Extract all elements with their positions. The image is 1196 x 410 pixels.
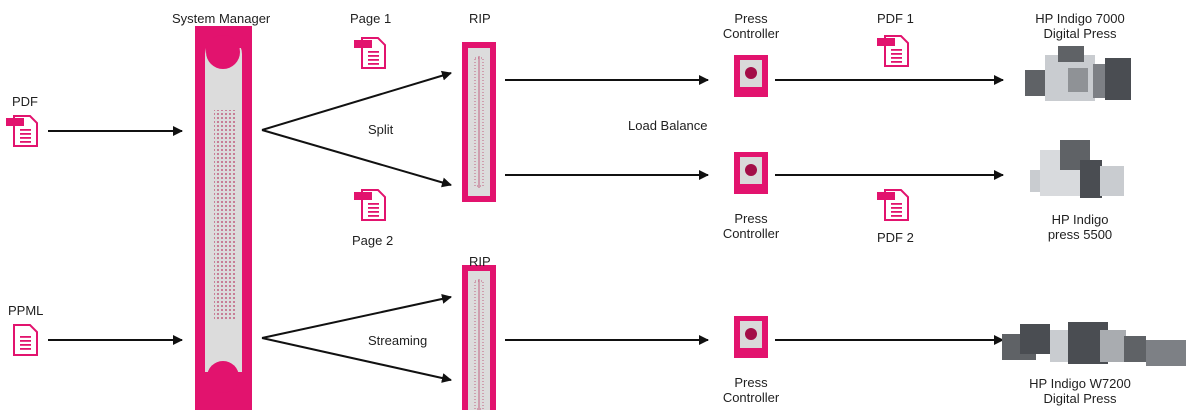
split-label: Split — [368, 122, 394, 137]
arrow-split-page2 — [261, 129, 452, 188]
pdf-input-document-icon — [5, 115, 38, 147]
pdf2-label: PDF 2 — [877, 230, 914, 245]
arrow-stream-upper — [261, 294, 452, 339]
press-3-label: HP Indigo W7200 Digital Press — [1029, 376, 1131, 406]
hp-indigo-w7200-press-icon — [1002, 322, 1186, 366]
pdf1-document-icon — [876, 35, 909, 67]
system-manager-unit — [195, 26, 252, 410]
ppml-input-label: PPML — [8, 303, 44, 318]
pdf-input-label: PDF — [12, 94, 38, 109]
press-controller-3-label: Press Controller — [722, 375, 780, 405]
arrow-stream-lower — [261, 337, 452, 383]
page2-document-icon — [353, 189, 386, 221]
rip-bottom-label: RIP — [469, 254, 491, 269]
press-1-label: HP Indigo 7000 Digital Press — [1035, 11, 1125, 41]
arrow-split-page1 — [261, 70, 452, 131]
page1-document-icon — [353, 37, 386, 69]
press-2-label: HP Indigo press 5500 — [1047, 212, 1113, 242]
page1-label: Page 1 — [350, 11, 392, 26]
press-controller-2-label: Press Controller — [722, 211, 780, 241]
rip-bottom-unit — [461, 264, 497, 410]
pdf1-label: PDF 1 — [877, 11, 914, 26]
rip-top-unit — [461, 41, 497, 203]
load-balance-label: Load Balance — [628, 118, 708, 133]
press-controller-1-icon — [734, 55, 768, 97]
system-manager-label: System Manager — [172, 11, 271, 26]
press-controller-1-label: Press Controller — [722, 11, 780, 41]
pdf2-document-icon — [876, 189, 909, 221]
press-controller-3-icon — [734, 316, 768, 358]
streaming-label: Streaming — [368, 333, 428, 348]
press-controller-2-icon — [734, 152, 768, 194]
rip-top-label: RIP — [469, 11, 491, 26]
ppml-input-document-icon — [13, 324, 38, 356]
page2-label: Page 2 — [352, 233, 394, 248]
hp-indigo-5500-press-icon — [1030, 140, 1124, 198]
hp-indigo-7000-press-icon — [1025, 46, 1131, 101]
